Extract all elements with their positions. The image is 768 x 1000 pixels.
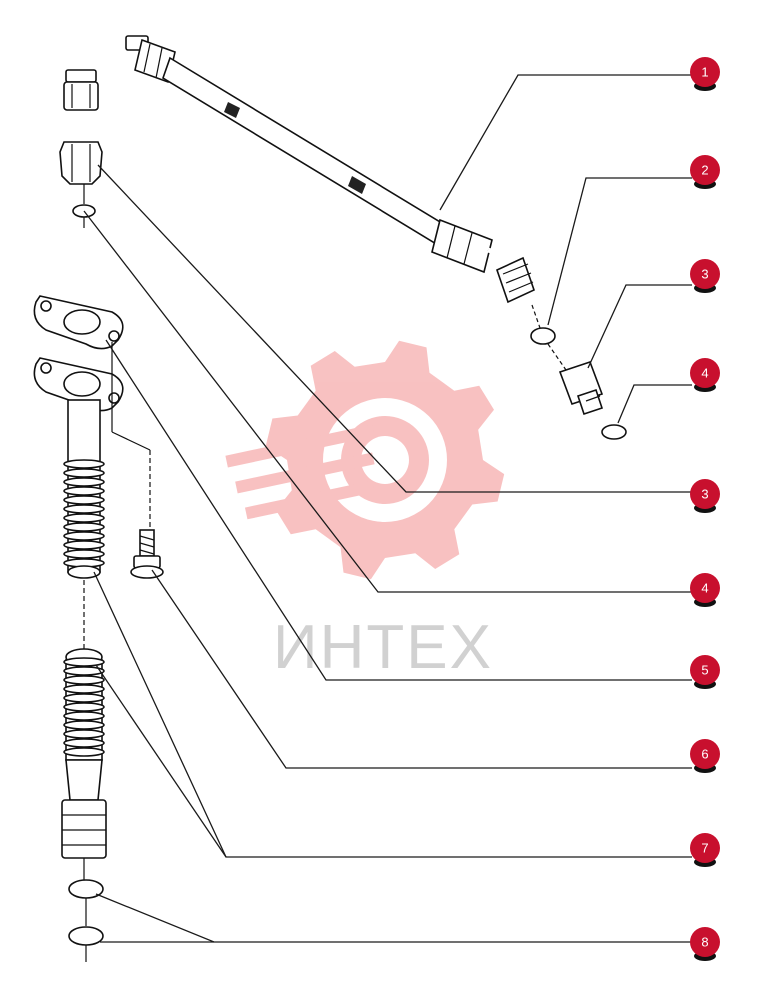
callout-label: 5 — [701, 663, 708, 678]
spring-coil — [63, 657, 105, 667]
spring-coil — [63, 684, 105, 694]
leader-1 — [439, 74, 692, 211]
return-pipe-upper — [63, 399, 105, 579]
washer-right-upper — [530, 327, 556, 345]
leader-3-left — [97, 164, 692, 493]
callout-label: 4 — [701, 366, 708, 381]
leader-2 — [547, 177, 692, 326]
callout-4-right: 4 — [690, 358, 720, 392]
gear-icon — [225, 340, 505, 580]
leader-8a — [95, 893, 692, 943]
callout-2: 2 — [690, 155, 720, 189]
leader-4-right — [617, 384, 692, 424]
spring-coil — [63, 738, 105, 748]
washer-right-lower — [601, 424, 627, 440]
callout-badge — [690, 57, 720, 87]
spring-coil — [63, 477, 105, 487]
callout-6: 6 — [690, 739, 720, 773]
spring-coil — [63, 495, 105, 505]
spring-coil — [63, 675, 105, 685]
leader-3-right — [587, 284, 692, 369]
spring-coil — [63, 531, 105, 541]
spring-coil — [63, 513, 105, 523]
gasket-upper — [33, 295, 124, 350]
callout-label: 3 — [701, 267, 708, 282]
spring-coil — [63, 540, 105, 550]
callout-1: 1 — [690, 57, 720, 91]
washer-bottom-lower — [68, 926, 104, 946]
return-pipe-lower — [61, 648, 107, 859]
spring-coil — [63, 486, 105, 496]
callout-label: 1 — [701, 65, 708, 80]
watermark-text: ИНТЕХ — [273, 613, 493, 682]
spring-coil — [63, 549, 105, 559]
spring-coil — [63, 693, 105, 703]
spring-coil — [63, 720, 105, 730]
callout-label: 2 — [701, 163, 708, 178]
adapter-right — [558, 360, 604, 416]
callout-3-right: 3 — [690, 259, 720, 293]
spring-coil — [63, 522, 105, 532]
callout-label: 8 — [701, 935, 708, 950]
leader-6 — [151, 569, 692, 769]
spring-coil — [63, 504, 105, 514]
callout-5: 5 — [690, 655, 720, 689]
spring-coil — [63, 666, 105, 676]
leader-4-left — [83, 210, 692, 593]
watermark: ИНТЕХ — [225, 340, 505, 682]
bolt — [130, 529, 164, 579]
oil-pipe-upper — [63, 35, 535, 304]
spring-coil — [63, 459, 105, 469]
spring-coil — [63, 747, 105, 757]
spring-coil — [63, 702, 105, 712]
callout-3-left: 3 — [690, 479, 720, 513]
callout-7: 7 — [690, 833, 720, 867]
callout-label: 4 — [701, 581, 708, 596]
callout-label: 3 — [701, 487, 708, 502]
callout-4-left: 4 — [690, 573, 720, 607]
callout-8: 8 — [690, 927, 720, 961]
spring-coil — [63, 729, 105, 739]
spring-coil — [63, 711, 105, 721]
callout-label: 7 — [701, 841, 708, 856]
leader-lines — [83, 74, 692, 943]
union-nut-left — [59, 141, 103, 185]
leader-5 — [105, 339, 692, 681]
spring-coil — [63, 468, 105, 478]
callout-label: 6 — [701, 747, 708, 762]
leader-7b — [95, 664, 227, 858]
